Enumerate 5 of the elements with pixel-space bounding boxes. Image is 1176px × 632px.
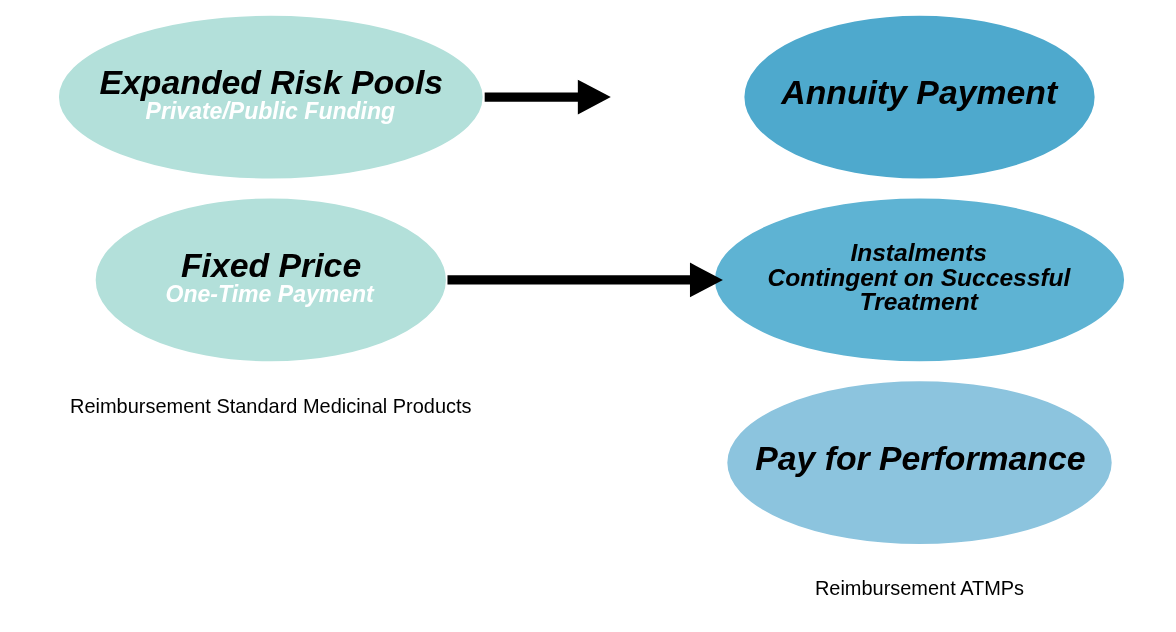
arrow (447, 262, 723, 298)
node-ellipse: Fixed Price One-Time Payment (92, 195, 449, 365)
label: Reimbursement ATMPs (814, 577, 1024, 600)
label: Reimbursement Standard Medicinal Products (69, 394, 472, 417)
arrow (484, 79, 611, 115)
